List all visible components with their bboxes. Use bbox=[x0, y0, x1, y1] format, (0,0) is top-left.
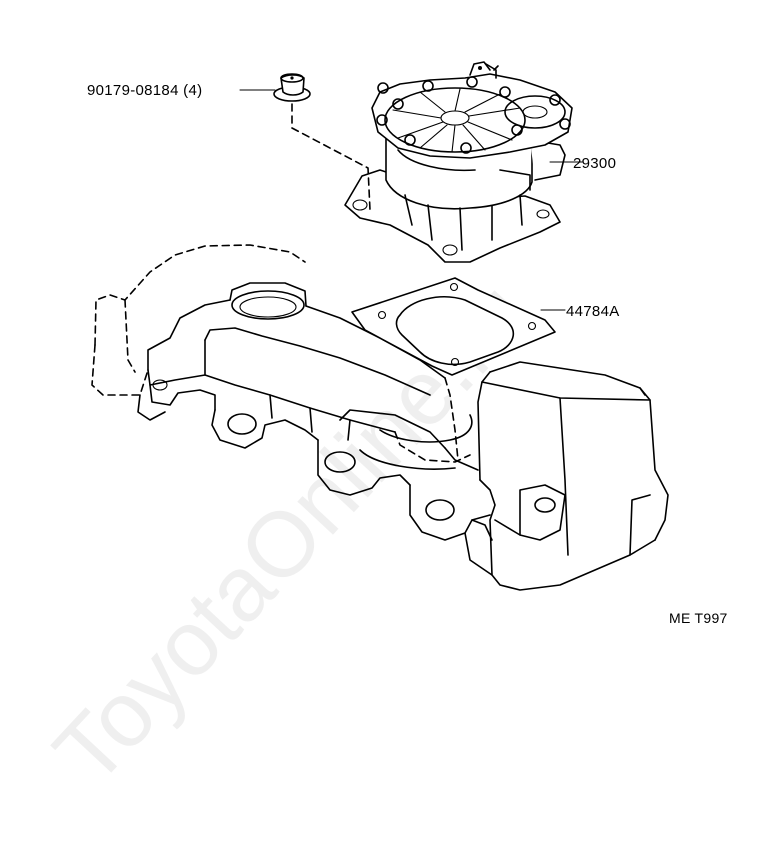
leader-lines bbox=[239, 89, 573, 311]
actuator-assembly bbox=[344, 61, 583, 263]
gasket-part-number: 44784A bbox=[566, 303, 620, 320]
flange-nut bbox=[273, 73, 311, 102]
figure-code: ME T997 bbox=[669, 610, 728, 626]
nut-part-number: 90179-08184 (4) bbox=[87, 82, 202, 99]
gasket bbox=[351, 277, 556, 376]
actuator-part-number: 29300 bbox=[573, 155, 616, 172]
